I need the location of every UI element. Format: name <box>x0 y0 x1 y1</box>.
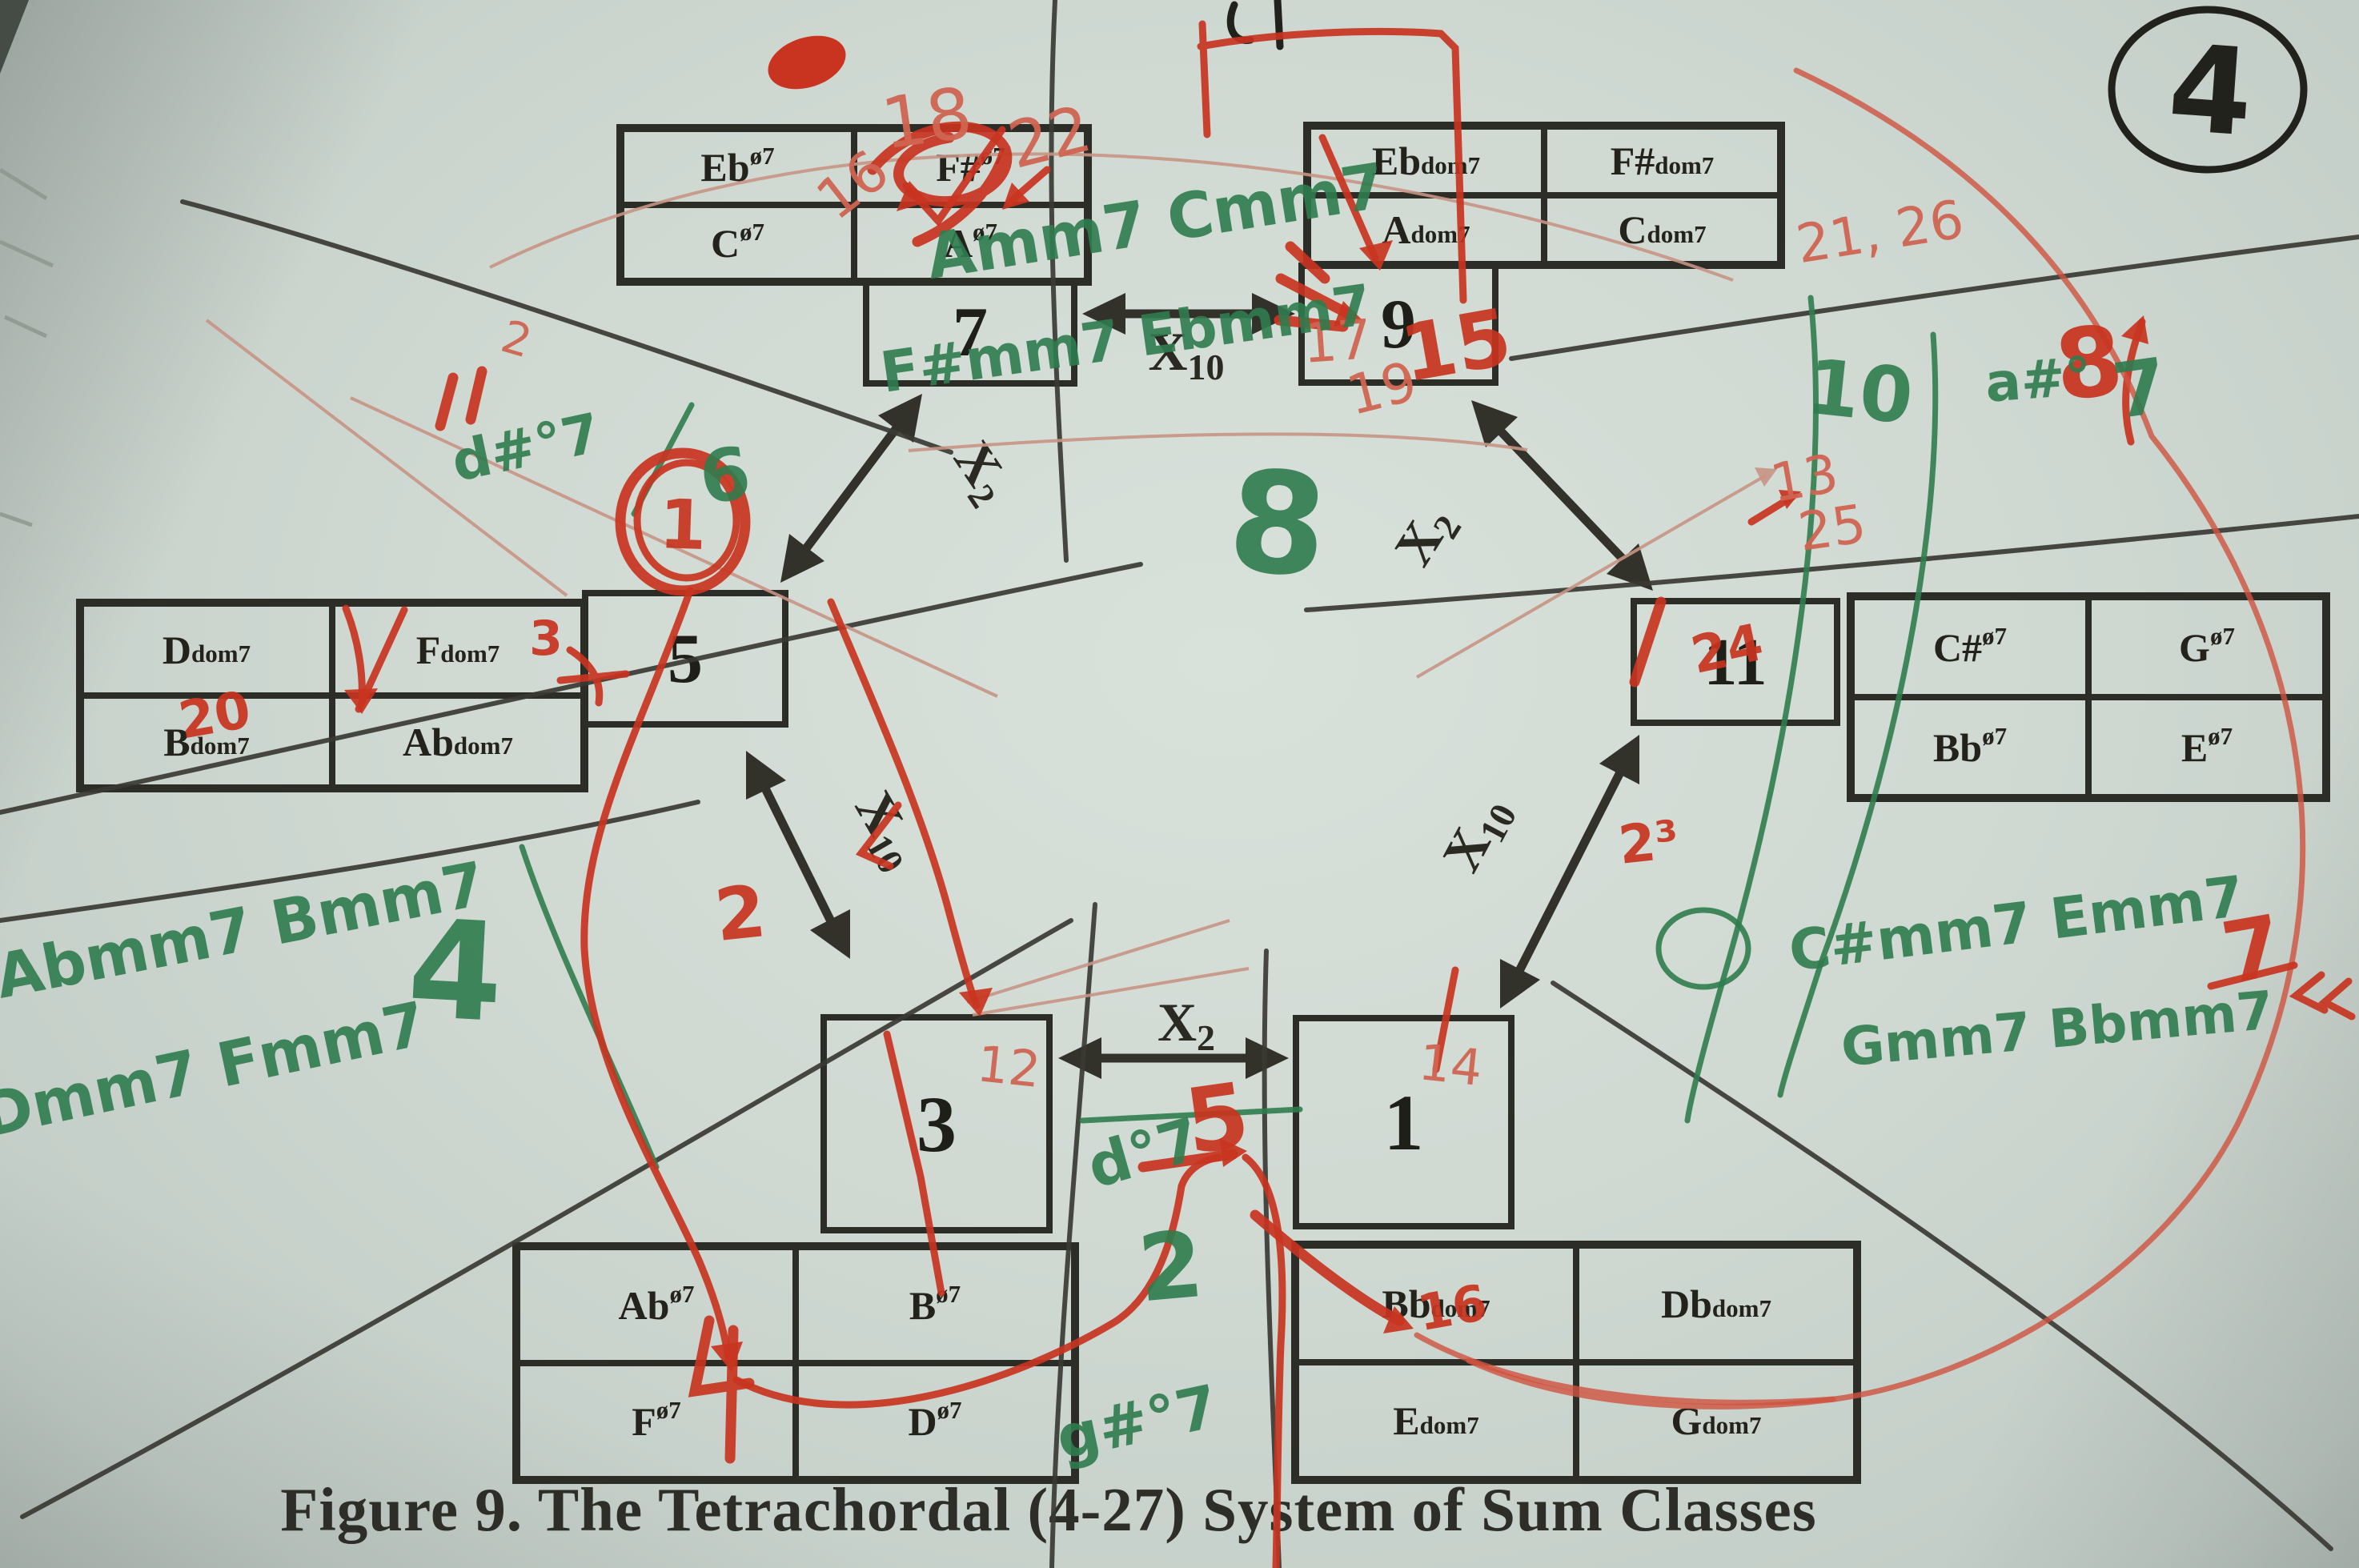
annotation-green-left-line2: Dmm7 Fmm7 <box>0 988 432 1151</box>
annotation-red-note-2-top: 2 <box>495 311 537 368</box>
annotation-green-right-line2: Gmm7 Bbmm7 <box>1839 980 2276 1079</box>
annotation-red-note-23: 2³ <box>1615 808 1681 876</box>
annotation-red-note-24: 24 <box>1686 613 1768 686</box>
annotation-green-note-4: 4 <box>404 890 507 1053</box>
chord-cell: F#dom7 <box>1544 126 1780 195</box>
page-number-circle <box>2108 6 2308 174</box>
annotation-green-right-line1: C#mm7 Emm7 <box>1786 864 2248 985</box>
annotation-red-note-22: 22 <box>1001 91 1098 183</box>
annotation-red-note-12: 12 <box>974 1034 1043 1099</box>
annotation-red-note-17: 17 <box>1301 308 1374 376</box>
annotation-green-note-2: 2 <box>1134 1211 1207 1323</box>
sum-class-11: 11 <box>1631 598 1840 726</box>
annotation-red-note-14: 14 <box>1416 1033 1485 1097</box>
pink-pencil-lines <box>205 152 1777 1017</box>
photo-corner <box>0 0 29 74</box>
annotation-red-note-2-left: 2 <box>711 869 769 958</box>
annotation-green-note-10: 10 <box>1803 343 1917 442</box>
sum-class-1: 1 <box>1293 1015 1514 1229</box>
annotation-red-note-16-edom: 16 <box>1413 1273 1491 1342</box>
annotation-red-note-3: 3 <box>529 611 563 667</box>
arrow-label-top: X10 <box>1148 321 1225 387</box>
chord-cell: C#ø7 <box>1851 597 2088 697</box>
annotation-green-a-sharp-dim-7: 7 <box>2108 342 2172 436</box>
annotation-green-g-sharp-dim7: g#°7 <box>1050 1372 1224 1473</box>
red-marker-strokes <box>342 20 2356 1568</box>
annotation-red-note-15: 15 <box>1394 292 1518 401</box>
green-strokes <box>519 295 1939 1170</box>
annotation-red-note-8: 8 <box>2050 305 2128 423</box>
annotation-red-note-18: 18 <box>877 71 977 166</box>
figure-caption: Figure 9. The Tetrachordal (4-27) System… <box>280 1475 1817 1544</box>
arrow-label-bottom: X2 <box>1157 992 1216 1058</box>
annotation-red-note-5: 5 <box>1179 1064 1255 1176</box>
printed-arrows <box>746 293 1653 1079</box>
annotation-red-note-25: 25 <box>1795 493 1870 563</box>
annotation-red-note-13: 13 <box>1766 443 1843 515</box>
annotation-circled-page-number: 4 <box>2164 19 2257 164</box>
annotation-green-top-line2: F#mm7 Ebmm7 <box>877 272 1375 406</box>
annotation-green-note-8: 8 <box>1223 440 1332 609</box>
sum-class-3: 3 <box>820 1014 1053 1233</box>
pencil-marks <box>0 167 54 527</box>
annotation-green-note-6: 6 <box>694 431 756 521</box>
sum-class-7: 7 <box>863 278 1077 387</box>
annotation-red-note-21-26: 21, 26 <box>1792 188 1968 275</box>
red-blob <box>768 35 846 90</box>
annotation-red-circled-1: 1 <box>658 485 708 566</box>
annotation-red-note-20: 20 <box>175 680 255 751</box>
green-circle-0 <box>1655 907 1751 990</box>
annotation-green-a-sharp-dim: a#° <box>1983 346 2093 415</box>
